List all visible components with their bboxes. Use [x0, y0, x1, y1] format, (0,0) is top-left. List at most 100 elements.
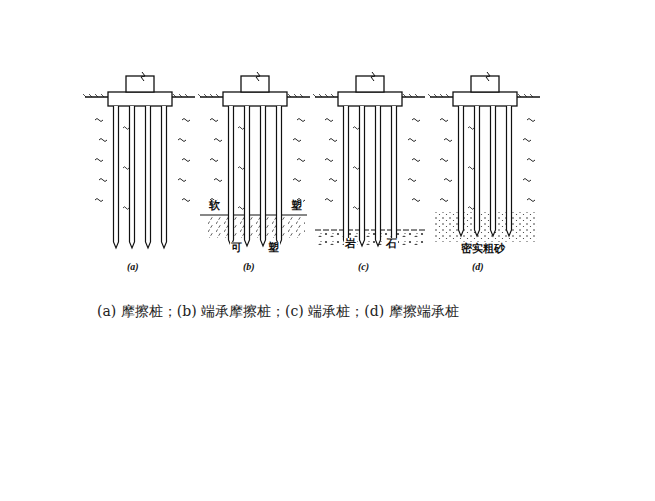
soil-mark: [353, 127, 359, 130]
break-mark: [486, 72, 490, 81]
soil-mark: [210, 159, 218, 162]
stratum-label: 塑: [290, 200, 303, 211]
ground-hatch: [216, 94, 219, 97]
panel-tag: (b): [243, 262, 255, 272]
ground-hatch: [294, 94, 297, 97]
ground-hatch: [530, 94, 533, 97]
ground-hatch: [288, 94, 291, 97]
stratum-label: 塑: [267, 242, 280, 253]
stratum-label: 可: [230, 242, 243, 253]
soil-mark: [444, 179, 452, 182]
soil-mark: [412, 199, 420, 202]
soil-mark: [297, 119, 305, 122]
panel-tag: (a): [127, 262, 139, 272]
stratum-label: 软: [208, 200, 221, 211]
soil-mark: [293, 179, 301, 182]
soil-mark: [353, 167, 359, 170]
rock-layer: [315, 230, 425, 248]
soil-mark: [214, 139, 222, 142]
pile: [229, 106, 234, 246]
soil-mark: [408, 179, 416, 182]
ground-hatch: [518, 94, 521, 97]
ground-hatch: [101, 94, 104, 97]
column-stub: [126, 76, 154, 92]
soil-mark: [178, 139, 186, 142]
soil-mark: [444, 139, 452, 142]
ground-hatch: [331, 94, 334, 97]
soil-mark: [523, 139, 531, 142]
ground-hatch: [83, 94, 86, 97]
soil-mark: [412, 119, 420, 122]
soil-mark: [214, 179, 222, 182]
panel-tag: (d): [472, 262, 484, 272]
ground-hatch: [524, 94, 527, 97]
ground-hatch: [185, 94, 188, 97]
column-stub: [356, 76, 384, 92]
soil-mark: [527, 199, 535, 202]
soil-mark: [182, 159, 190, 162]
pile: [130, 106, 135, 248]
ground-hatch: [204, 94, 207, 97]
pile-cap: [453, 92, 517, 106]
pile: [392, 106, 397, 246]
stratum-label: 石: [385, 238, 398, 249]
plastic-soil: [205, 216, 305, 238]
soil-mark: [95, 159, 103, 162]
soil-mark: [527, 159, 535, 162]
pile-cap: [108, 92, 172, 106]
soil-mark: [95, 199, 103, 202]
soil-mark: [440, 159, 448, 162]
ground-hatch: [210, 94, 213, 97]
soil-mark: [238, 127, 244, 130]
ground-hatch: [300, 94, 303, 97]
stratum-line: [200, 214, 307, 215]
soil-mark: [123, 207, 129, 210]
soil-mark: [210, 119, 218, 122]
soil-mark: [123, 167, 129, 170]
soil-mark: [440, 199, 448, 202]
pile: [344, 106, 349, 246]
ground-hatch: [415, 94, 418, 97]
soil-mark: [468, 167, 474, 170]
soil-mark: [178, 179, 186, 182]
soil-mark: [123, 127, 129, 130]
ground-hatch: [428, 94, 431, 97]
soil-mark: [182, 199, 190, 202]
pile-cap: [338, 92, 402, 106]
pile: [459, 106, 464, 236]
pile: [146, 106, 151, 248]
soil-mark: [238, 167, 244, 170]
soil-mark: [325, 159, 333, 162]
stratum-label: 岩: [344, 238, 357, 249]
ground-hatch: [198, 94, 201, 97]
soil-mark: [440, 119, 448, 122]
pile: [360, 106, 365, 246]
soil-mark: [95, 119, 103, 122]
pile: [491, 106, 496, 236]
ground-hatch: [313, 94, 316, 97]
soil-mark: [523, 179, 531, 182]
soil-mark: [99, 179, 107, 182]
soil-mark: [99, 139, 107, 142]
soil-mark: [325, 199, 333, 202]
pile: [245, 106, 250, 246]
ground-hatch: [173, 94, 176, 97]
soil-mark: [238, 207, 244, 210]
pile: [376, 106, 381, 246]
soil-mark: [527, 119, 535, 122]
soil-mark: [293, 139, 301, 142]
pile: [114, 106, 119, 248]
ground-hatch: [434, 94, 437, 97]
soil-mark: [468, 207, 474, 210]
soil-mark: [353, 207, 359, 210]
column-stub: [471, 76, 499, 92]
soil-mark: [412, 159, 420, 162]
stratum-line: [315, 230, 425, 231]
soil-mark: [408, 139, 416, 142]
pile: [507, 106, 512, 236]
ground-hatch: [319, 94, 322, 97]
pile: [277, 106, 282, 246]
ground-hatch: [403, 94, 406, 97]
figure-caption: (a) 摩擦桩；(b) 端承摩擦桩；(c) 端承桩；(d) 摩擦端承桩: [97, 304, 459, 318]
